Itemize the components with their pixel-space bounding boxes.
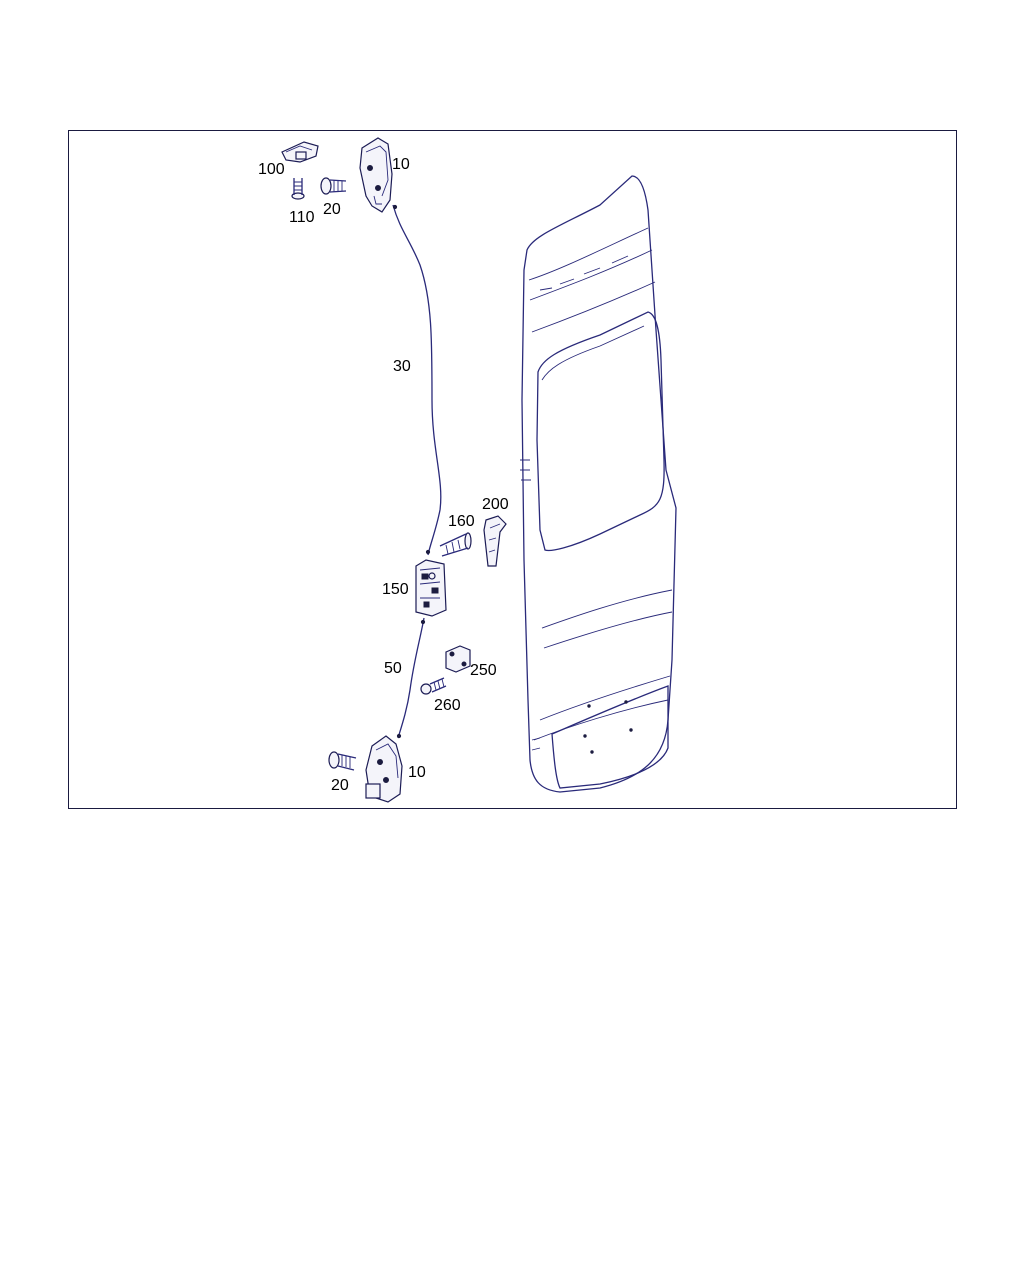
callout-50: 50 xyxy=(384,660,402,677)
callout-260: 260 xyxy=(434,697,461,714)
screw-260 xyxy=(420,677,447,695)
callout-200: 200 xyxy=(482,496,509,513)
bolt-20-top xyxy=(320,177,347,195)
screw-110 xyxy=(291,178,305,200)
callout-250: 250 xyxy=(470,662,497,679)
callout-20-top: 20 xyxy=(323,201,341,218)
lock-10-top xyxy=(359,137,393,213)
diagram-frame xyxy=(68,130,957,809)
callout-100: 100 xyxy=(258,161,285,178)
callout-110: 110 xyxy=(289,209,315,226)
callout-30: 30 xyxy=(393,358,411,375)
callout-10-top: 10 xyxy=(392,156,410,173)
callout-10-bottom: 10 xyxy=(408,764,426,781)
bracket-100 xyxy=(281,141,319,163)
callout-160: 160 xyxy=(448,513,475,530)
cable-50 xyxy=(397,617,425,739)
rear-door-panel xyxy=(520,175,677,793)
callout-20-bottom: 20 xyxy=(331,777,349,794)
striker-200 xyxy=(483,515,507,567)
callout-150: 150 xyxy=(382,581,409,598)
bolt-160 xyxy=(439,532,472,557)
cable-30 xyxy=(392,204,442,556)
lock-10-bottom xyxy=(365,735,403,803)
central-lock-150 xyxy=(415,559,447,617)
bolt-20-bottom xyxy=(328,751,357,771)
latch-plate-250 xyxy=(445,645,471,673)
